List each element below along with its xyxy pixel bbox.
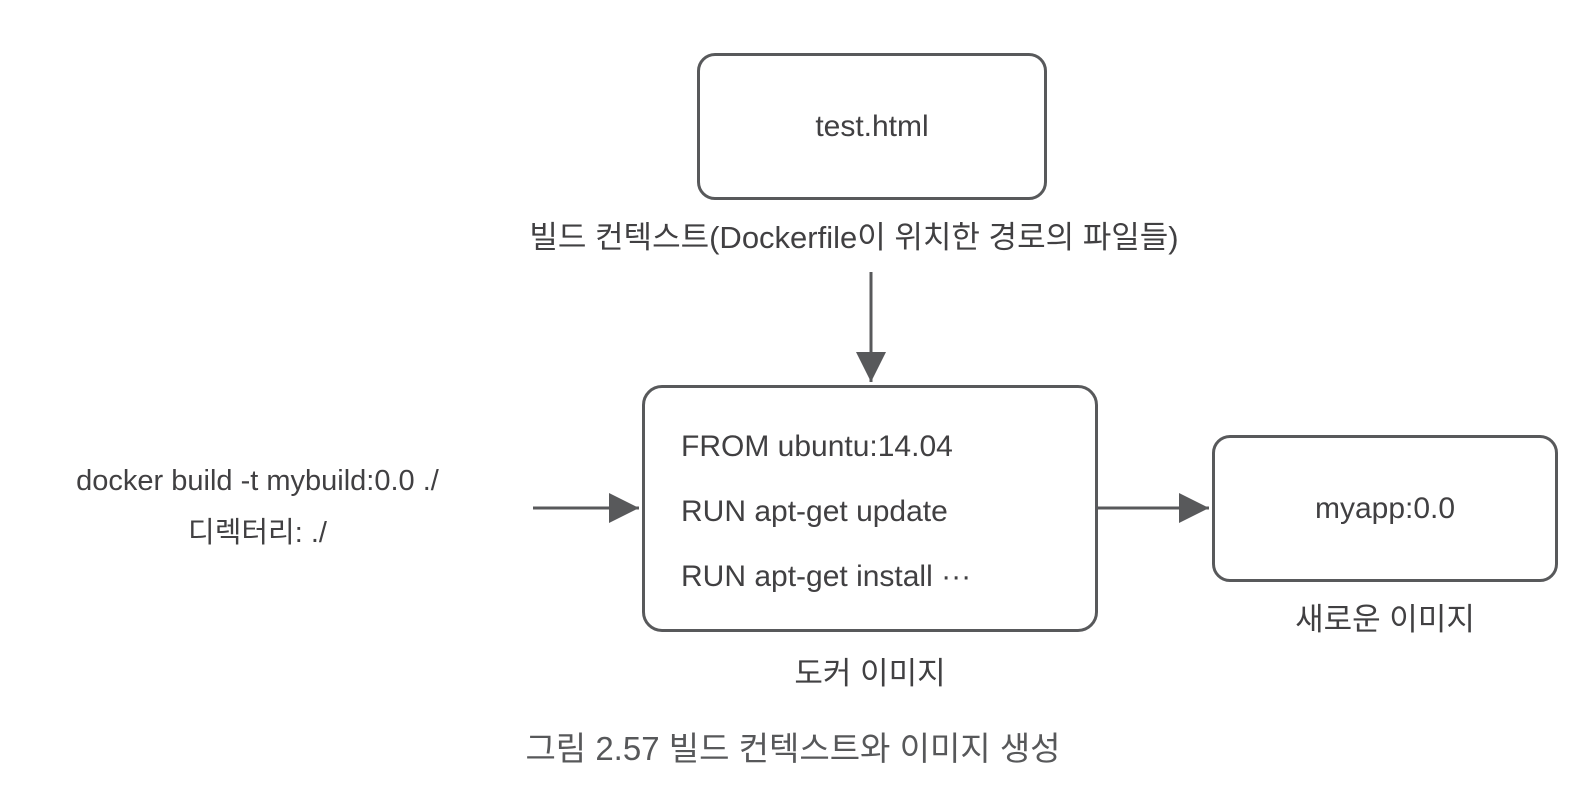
dockerfile-line: FROM ubuntu:14.04	[681, 430, 953, 463]
node-new-image: myapp:0.0	[1212, 435, 1558, 582]
dockerfile-line: RUN apt-get update	[681, 495, 948, 528]
new-image-label: myapp:0.0	[1314, 491, 1456, 525]
new-image-caption: 새로운 이미지	[1295, 602, 1475, 637]
build-command-line: docker build -t mybuild:0.0 ./	[76, 465, 439, 497]
figure-caption: 그림 2.57 빌드 컨텍스트와 이미지 생성	[525, 730, 1061, 767]
build-context-caption: 빌드 컨텍스트(Dockerfile이 위치한 경로의 파일들)	[529, 220, 1179, 255]
build-command-text: docker build -t mybuild:0.0 ./ 디렉터리: ./	[0, 455, 515, 559]
build-context-file-label: test.html	[815, 109, 929, 143]
dockerfile-line: RUN apt-get install ···	[681, 560, 972, 593]
docker-image-caption: 도커 이미지	[794, 656, 946, 691]
dockerfile-instructions: FROM ubuntu:14.04 RUN apt-get update RUN…	[645, 388, 971, 609]
node-docker-image: FROM ubuntu:14.04 RUN apt-get update RUN…	[642, 385, 1098, 632]
node-build-context-file: test.html	[697, 53, 1047, 200]
build-directory-line: 디렉터리: ./	[188, 517, 327, 549]
